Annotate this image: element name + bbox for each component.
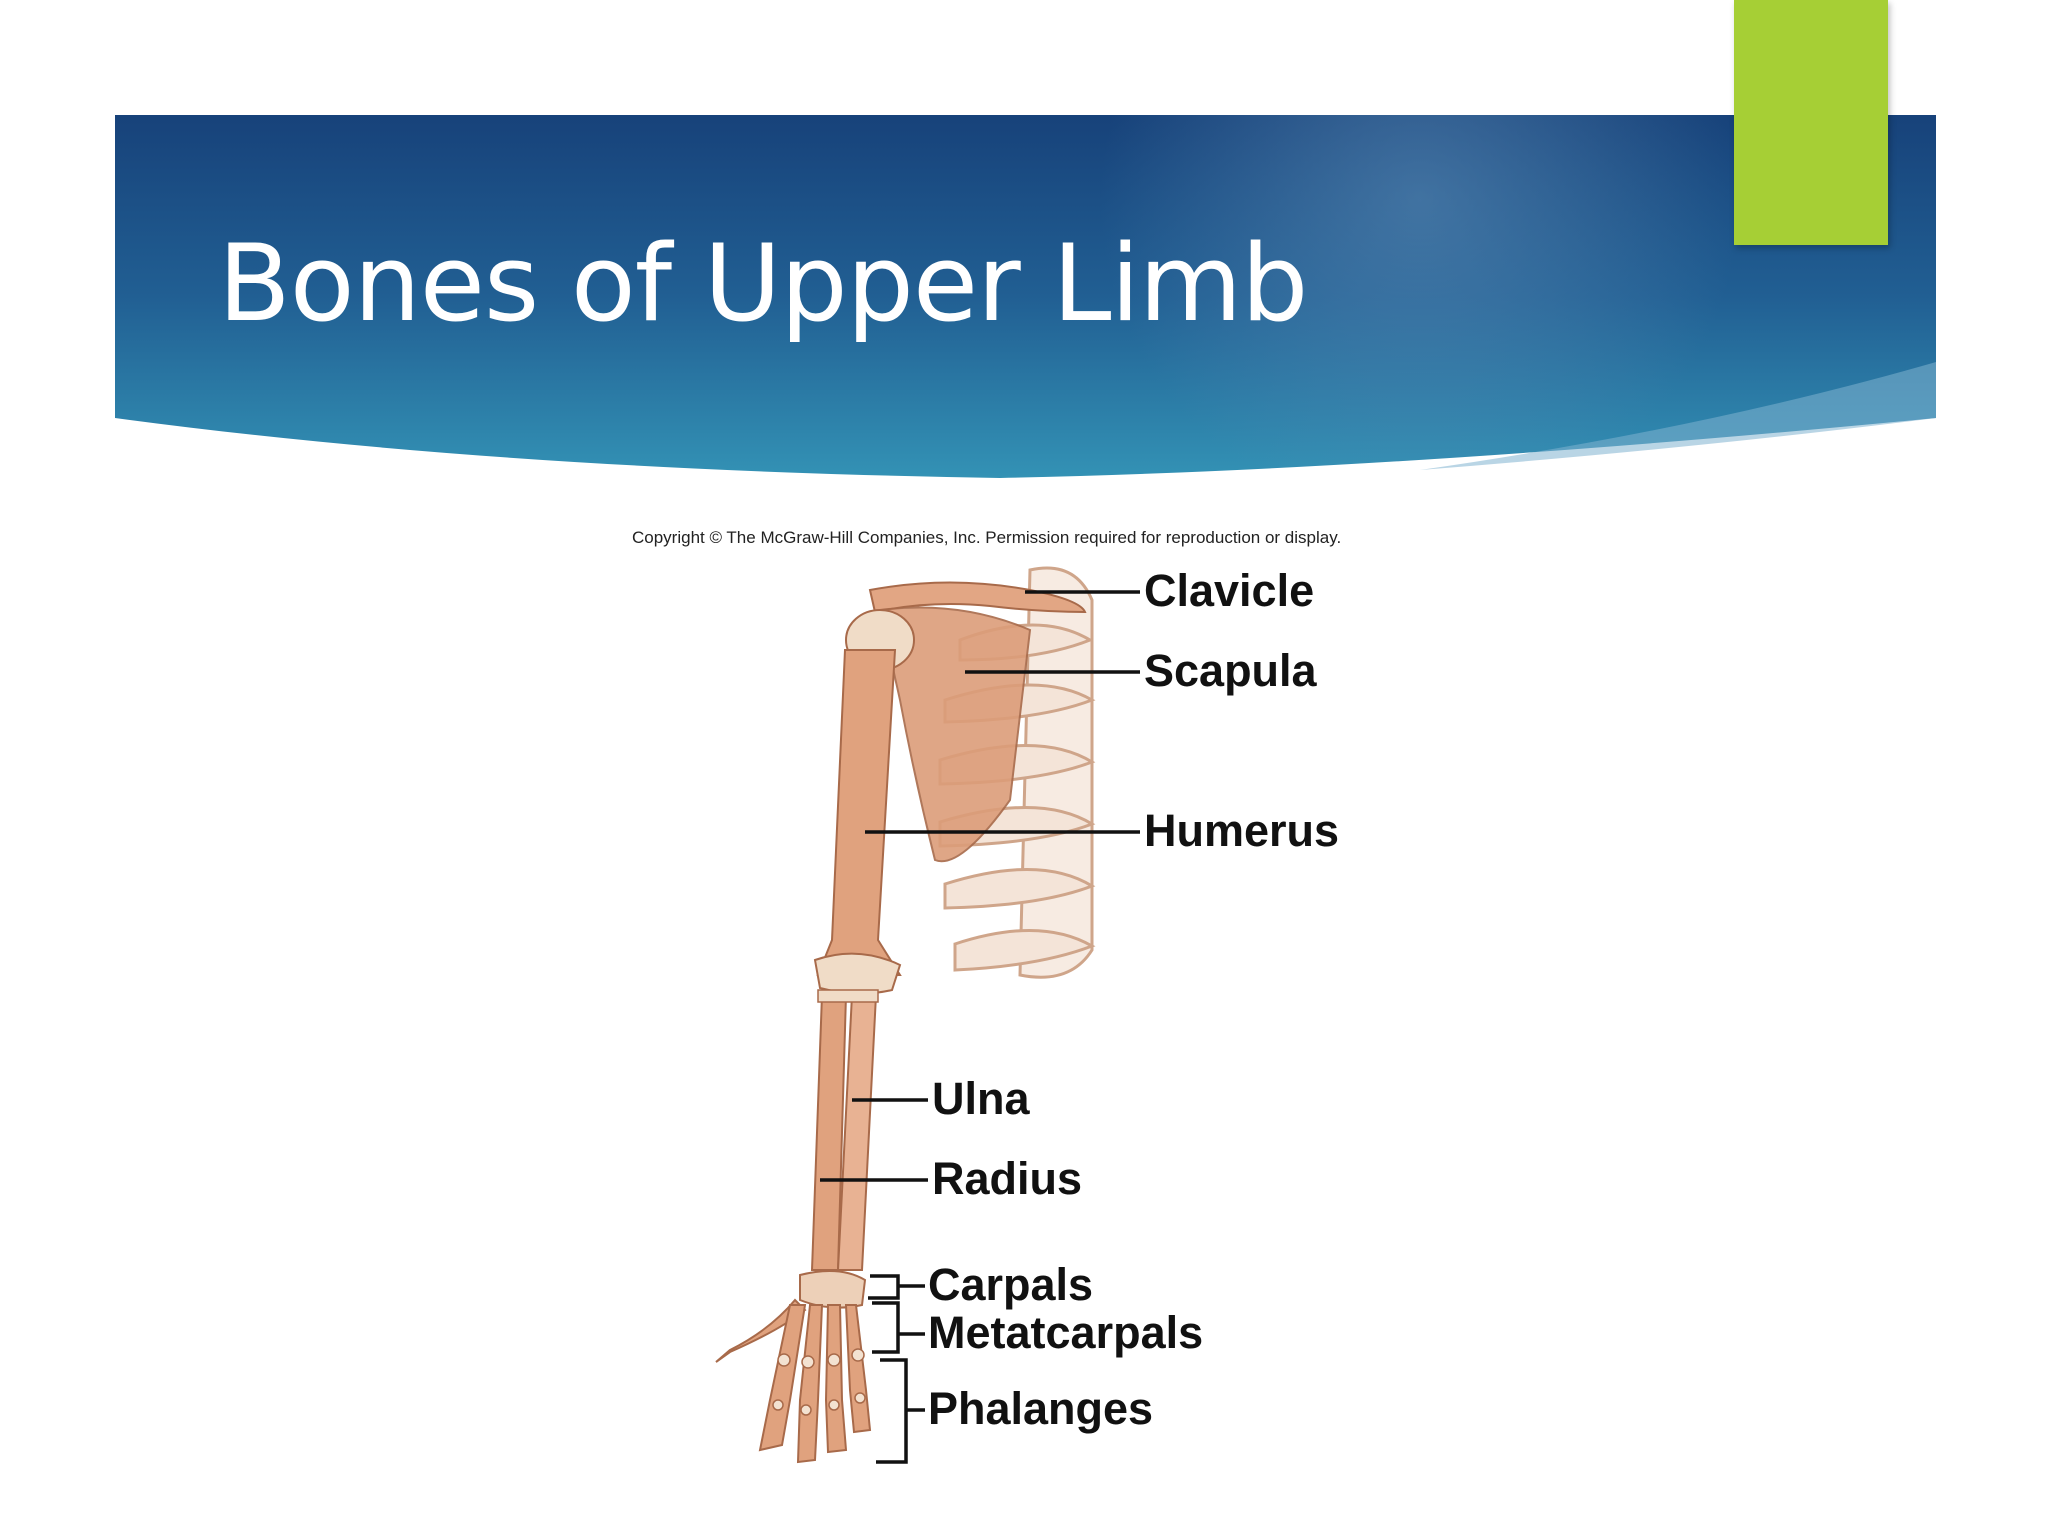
slide-title: Bones of Upper Limb <box>218 222 1308 345</box>
label-humerus: Humerus <box>1144 805 1340 856</box>
clavicle-bone <box>868 581 1087 614</box>
forearm-bones <box>810 989 879 1271</box>
label-scapula: Scapula <box>1144 645 1317 696</box>
label-clavicle: Clavicle <box>1144 565 1315 616</box>
title-band <box>115 115 1936 478</box>
leader-lines <box>820 590 1140 1464</box>
label-metacarpals: Metatcarpals <box>928 1307 1204 1358</box>
label-radius: Radius <box>932 1153 1083 1204</box>
accent-tab <box>1734 0 1888 245</box>
label-carpals: Carpals <box>928 1259 1094 1310</box>
copyright-notice: Copyright © The McGraw-Hill Companies, I… <box>632 528 1342 547</box>
label-ulna: Ulna <box>932 1073 1030 1124</box>
hand-bones <box>715 1270 872 1464</box>
label-phalanges: Phalanges <box>928 1383 1154 1434</box>
